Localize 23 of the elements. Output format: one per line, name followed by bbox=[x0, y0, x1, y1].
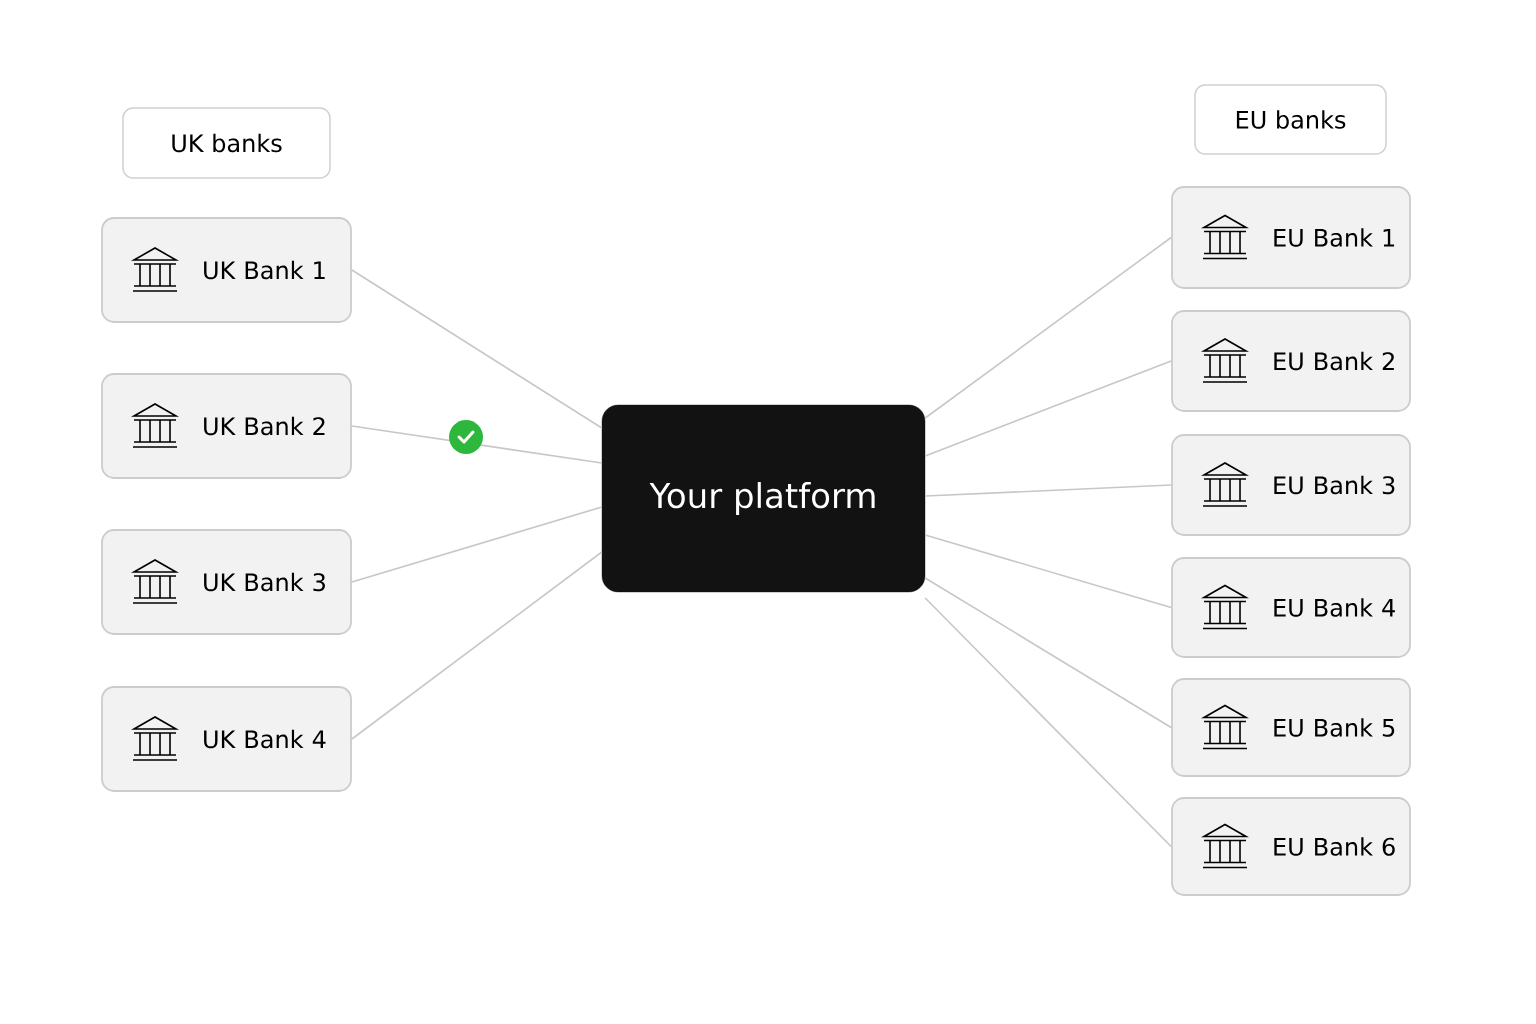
bank-box: UK Bank 4 bbox=[101, 686, 352, 792]
bank-box: EU Bank 6 bbox=[1171, 797, 1411, 896]
connector-line bbox=[924, 534, 1172, 609]
connector-line bbox=[351, 425, 603, 464]
bank-box: UK Bank 3 bbox=[101, 529, 352, 635]
connector-line bbox=[924, 577, 1172, 729]
connector-line bbox=[924, 484, 1172, 497]
connector-line bbox=[924, 597, 1172, 848]
bank-box: EU Bank 4 bbox=[1171, 557, 1411, 658]
group-header: UK banks bbox=[122, 107, 331, 179]
connector-line bbox=[351, 506, 603, 583]
platform-box: Your platform bbox=[601, 404, 926, 593]
bank-box: EU Bank 1 bbox=[1171, 186, 1411, 289]
bank-box: EU Bank 2 bbox=[1171, 310, 1411, 412]
group-header: EU banks bbox=[1194, 84, 1387, 155]
bank-box: EU Bank 5 bbox=[1171, 678, 1411, 777]
connector-line bbox=[924, 236, 1172, 419]
bank-box: EU Bank 3 bbox=[1171, 434, 1411, 536]
bank-box: UK Bank 2 bbox=[101, 373, 352, 479]
connector-line bbox=[351, 551, 603, 740]
connector-line bbox=[924, 360, 1172, 457]
connector-line bbox=[351, 269, 603, 429]
bank-box: UK Bank 1 bbox=[101, 217, 352, 323]
